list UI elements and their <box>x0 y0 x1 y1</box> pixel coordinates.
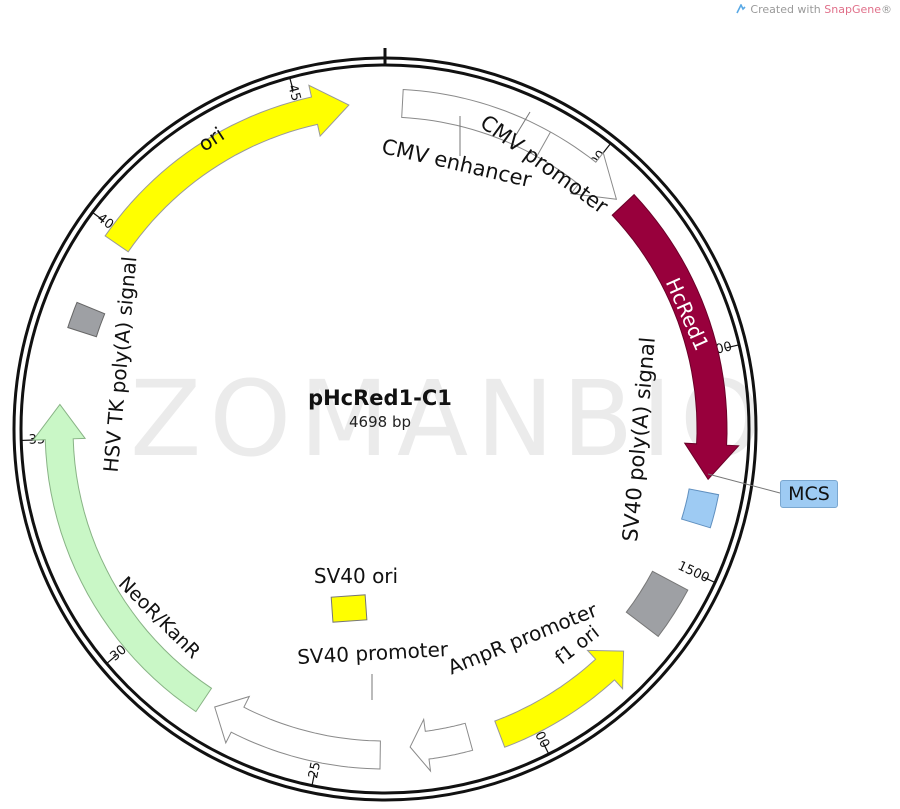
mcs-label: MCS <box>780 480 838 508</box>
watermark: ZOMANBIO <box>130 358 770 480</box>
tick-mark-2000 <box>542 742 550 755</box>
sv40-promoter-label: SV40 promoter <box>297 637 450 669</box>
tick-mark-500 <box>602 143 612 154</box>
cmv-promoter-leader-line <box>515 111 531 136</box>
hsv-tk-polya-signal-box <box>67 301 106 338</box>
tick-mark-4000 <box>92 211 104 221</box>
tick-mark-1500 <box>703 576 716 584</box>
tick-mark-4500 <box>289 77 294 91</box>
snapgene-credit: Created with SnapGene® <box>736 3 892 16</box>
mcs-box <box>680 488 720 529</box>
sv40-ori-box <box>330 594 368 623</box>
hcred1-arrow <box>611 193 740 481</box>
cmv-enhancer-promoter-arrow <box>401 88 618 200</box>
credit-suffix: ® <box>881 3 892 16</box>
ampr-promoter-arrow <box>409 717 474 773</box>
tick-mark-3000 <box>106 654 117 664</box>
plasmid-size: 4698 bp <box>349 413 411 431</box>
neor-kanr-arrow <box>32 403 213 713</box>
snapgene-logo-icon <box>736 4 746 14</box>
cmv-enhancer-promoter-divider <box>536 131 551 157</box>
f1-ori-arrow <box>494 649 625 748</box>
mcs-leader-line <box>707 473 781 494</box>
hsv-tk-polya-signal-label: HSV TK poly(A) signal <box>99 255 142 473</box>
sv40-polya-signal-label: SV40 poly(A) signal <box>618 336 660 542</box>
tick-mark-2500 <box>311 772 316 786</box>
plasmid-name: pHcRed1-C1 <box>308 386 452 410</box>
sv40-ori-label: SV40 ori <box>314 564 398 588</box>
sv40-promoter-arrow <box>214 695 381 770</box>
ori-arrow <box>104 84 350 253</box>
tick-label-1500: 1500 <box>675 559 711 587</box>
tick-mark-1000 <box>726 344 740 349</box>
sv40-polya-signal-box <box>625 570 689 638</box>
credit-brand: SnapGene <box>824 3 881 16</box>
credit-prefix: Created with <box>750 3 825 16</box>
